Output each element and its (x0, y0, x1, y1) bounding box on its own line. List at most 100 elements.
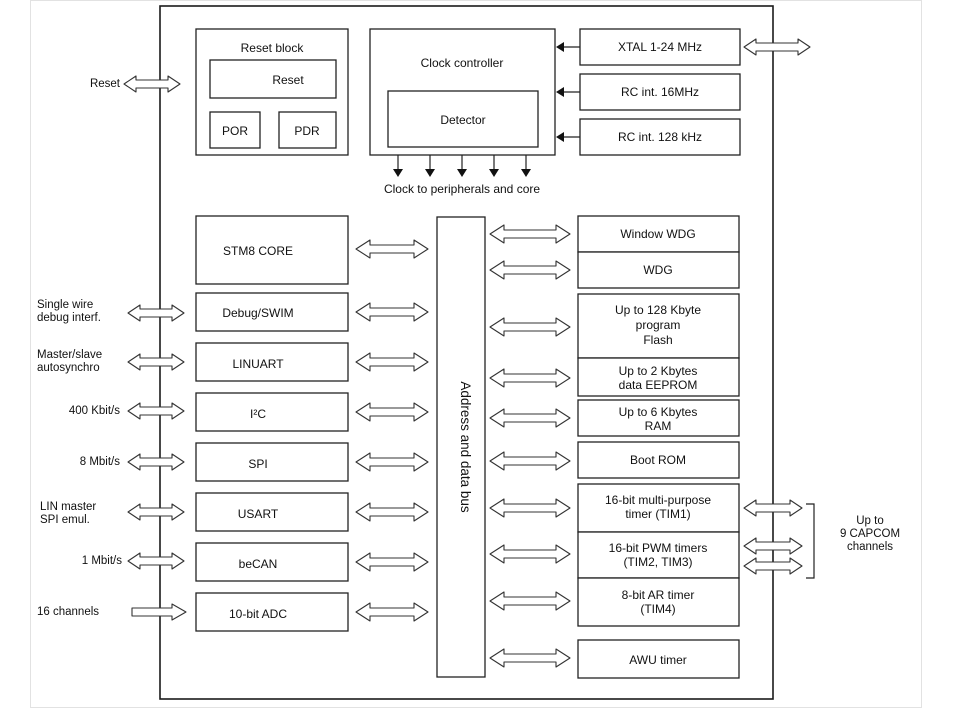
capcom-bracket (806, 503, 815, 579)
capcom-label-1: Up to (856, 515, 884, 527)
clock-arrowhead-5 (521, 169, 531, 177)
capcom-label-3: channels (847, 541, 893, 553)
spi-ext-arrow (127, 453, 185, 471)
rc128-feed-arrowhead (556, 132, 564, 142)
spi-block (195, 442, 349, 482)
adc-label: 10-bit ADC (229, 607, 287, 621)
debug-bus-arrow (355, 302, 429, 322)
bus-label: Address and data bus (458, 381, 473, 513)
adc-bus-arrow (355, 602, 429, 622)
clock-output-arrows (393, 155, 531, 177)
linuart-block (195, 342, 349, 382)
tim4-label-2: (TIM4) (640, 602, 675, 616)
boot-rom-bus-arrow (489, 451, 571, 471)
clock-arrowhead-1 (393, 169, 403, 177)
reset-pin-label: Reset (90, 78, 121, 90)
i2c-bus-arrow (355, 402, 429, 422)
flash-label-1: Up to 128 Kbyte (615, 303, 701, 317)
window-wdg-label: Window WDG (620, 227, 695, 241)
wdg-bus-arrow (489, 260, 571, 280)
adc-ext-arrow (131, 603, 187, 621)
clock-controller-title: Clock controller (421, 56, 504, 70)
usart-ext-label-2: SPI emul. (40, 514, 90, 526)
wdg-label: WDG (643, 263, 672, 277)
tim4-bus-arrow (489, 591, 571, 611)
xtal-external-arrow (743, 38, 811, 56)
clock-controller: Clock controller Detector Clock to perip… (369, 28, 556, 196)
becan-block (195, 542, 349, 582)
ram-label-2: RAM (645, 419, 672, 433)
usart-ext-label-1: LIN master (40, 501, 96, 513)
tim2-tim3-label-1: 16-bit PWM timers (609, 541, 708, 555)
clock-source-xtal-label: XTAL 1-24 MHz (618, 40, 702, 54)
boot-rom-block (577, 441, 740, 479)
clock-sources: XTAL 1-24 MHz RC int. 16MHz RC int. 128 … (556, 28, 741, 156)
eeprom-label-2: data EEPROM (619, 378, 698, 392)
boot-rom-label: Boot ROM (630, 453, 686, 467)
detector-block (387, 90, 539, 148)
linuart-ext-label-1: Master/slave (37, 349, 102, 361)
tim2-tim3-block (577, 531, 740, 579)
detector-label: Detector (440, 113, 485, 127)
becan-ext-label: 1 Mbit/s (82, 555, 123, 567)
usart-bus-arrow (355, 502, 429, 522)
stm8-core-label: STM8 CORE (223, 244, 293, 258)
rc16-feed-arrowhead (556, 87, 564, 97)
linuart-bus-arrow (355, 352, 429, 372)
adc-block (195, 592, 349, 632)
clock-source-rc128 (579, 118, 741, 156)
flash-label-3: Flash (643, 333, 672, 347)
clock-arrowhead-4 (489, 169, 499, 177)
eeprom-label-1: Up to 2 Kbytes (619, 364, 698, 378)
ram-label-1: Up to 6 Kbytes (619, 405, 698, 419)
linuart-ext-label-2: autosynchro (37, 362, 100, 374)
pdr-block (278, 111, 337, 149)
usart-block (195, 492, 349, 532)
por-label: POR (222, 124, 248, 138)
flash-bus-arrow (489, 317, 571, 337)
linuart-ext-arrow (127, 353, 185, 371)
xtal-feed-arrowhead (556, 42, 564, 52)
tim2-ext-arrow (743, 537, 803, 555)
tim4-block (577, 577, 740, 627)
eeprom-bus-arrow (489, 368, 571, 388)
linuart-label: LINUART (232, 357, 284, 371)
becan-bus-arrow (355, 552, 429, 572)
reset-subblock-label: Reset (272, 73, 304, 87)
debug-ext-label-2: debug interf. (37, 312, 101, 324)
capcom-label-2: 9 CAPCOM (840, 528, 900, 540)
tim1-bus-arrow (489, 498, 571, 518)
spi-ext-label: 8 Mbit/s (80, 456, 121, 468)
reset-block-title: Reset block (241, 41, 305, 55)
spi-label: SPI (248, 457, 267, 471)
por-block (209, 111, 261, 149)
left-peripherals: Debug/SWIM LINUART I²C SPI USART beCAN 1… (195, 292, 349, 632)
i2c-label: I²C (250, 407, 266, 421)
usart-ext-arrow (127, 503, 185, 521)
window-wdg-bus-arrow (489, 224, 571, 244)
spi-bus-arrow (355, 452, 429, 472)
debug-ext-arrow (127, 304, 185, 322)
clock-arrowhead-2 (425, 169, 435, 177)
usart-label: USART (238, 507, 279, 521)
reset-block: Reset block Reset POR PDR (195, 28, 349, 156)
stm8-core-block (195, 215, 349, 285)
ram-bus-arrow (489, 408, 571, 428)
becan-label: beCAN (239, 557, 278, 571)
i2c-block (195, 392, 349, 432)
tim3-ext-arrow (743, 557, 803, 575)
tim4-label-1: 8-bit AR timer (622, 588, 695, 602)
core-bus-arrow (355, 239, 429, 259)
awu-timer-label: AWU timer (629, 653, 687, 667)
tim1-label-1: 16-bit multi-purpose (605, 493, 711, 507)
eeprom-block (577, 357, 740, 397)
tim2-tim3-bus-arrow (489, 544, 571, 564)
clock-source-rc16 (579, 73, 741, 111)
reset-pin-arrow (123, 75, 181, 93)
tim1-ext-arrow (743, 499, 803, 517)
awu-timer-block (577, 639, 740, 679)
clock-arrowhead-3 (457, 169, 467, 177)
external-left-labels: Reset Single wire debug interf. Master/s… (37, 78, 122, 618)
pdr-label: PDR (294, 124, 320, 138)
